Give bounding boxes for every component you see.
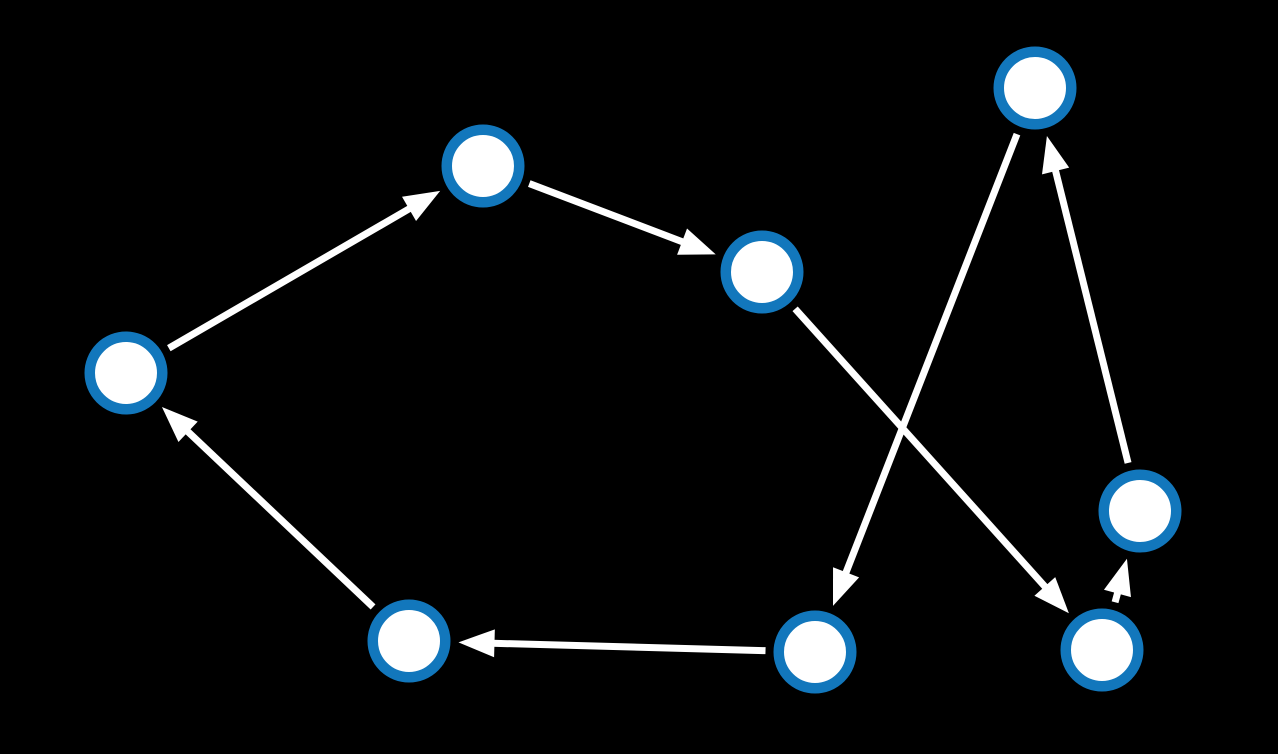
- graph-node-right: [1098, 469, 1182, 553]
- graph-node-top-right: [993, 46, 1077, 130]
- graph-edge-node-left-to-node-upper-middle: [167, 190, 441, 352]
- arrowhead-icon: [1103, 558, 1131, 598]
- graph-edge-node-upper-middle-to-node-center: [528, 180, 716, 255]
- edge-shaft: [1051, 168, 1132, 464]
- graph-node-center: [720, 230, 804, 314]
- arrowhead-icon: [1042, 136, 1070, 175]
- edge-shaft: [528, 180, 686, 246]
- graph-node-upper-middle: [441, 124, 525, 208]
- graph-node-left: [84, 331, 168, 415]
- arrowhead-icon: [161, 407, 198, 442]
- arrowhead-icon: [402, 190, 441, 221]
- edge-shaft: [792, 306, 1049, 591]
- edge-shaft: [842, 132, 1021, 576]
- graph-node-bottom-right: [1060, 608, 1144, 692]
- graph-node-bottom-left: [367, 599, 451, 683]
- graph-edge-node-center-to-node-bottom-right: [792, 306, 1069, 614]
- arrowhead-icon: [832, 567, 860, 606]
- edge-shaft: [492, 639, 766, 655]
- arrowhead-icon: [677, 228, 716, 255]
- edge-shaft: [167, 204, 413, 352]
- graph-edge-node-right-to-node-top-right: [1042, 136, 1132, 464]
- edge-shaft: [184, 427, 376, 610]
- arrowhead-icon: [458, 629, 495, 658]
- arrowhead-icon: [1034, 577, 1069, 614]
- graph-edge-node-top-right-to-node-bottom-middle: [832, 132, 1021, 606]
- graph-node-bottom-middle: [773, 610, 857, 694]
- graph-edge-node-bottom-middle-to-node-bottom-left: [458, 629, 766, 658]
- graph-edge-node-bottom-left-to-node-left: [161, 407, 376, 610]
- graph-edge-node-bottom-right-to-node-right: [1103, 558, 1131, 604]
